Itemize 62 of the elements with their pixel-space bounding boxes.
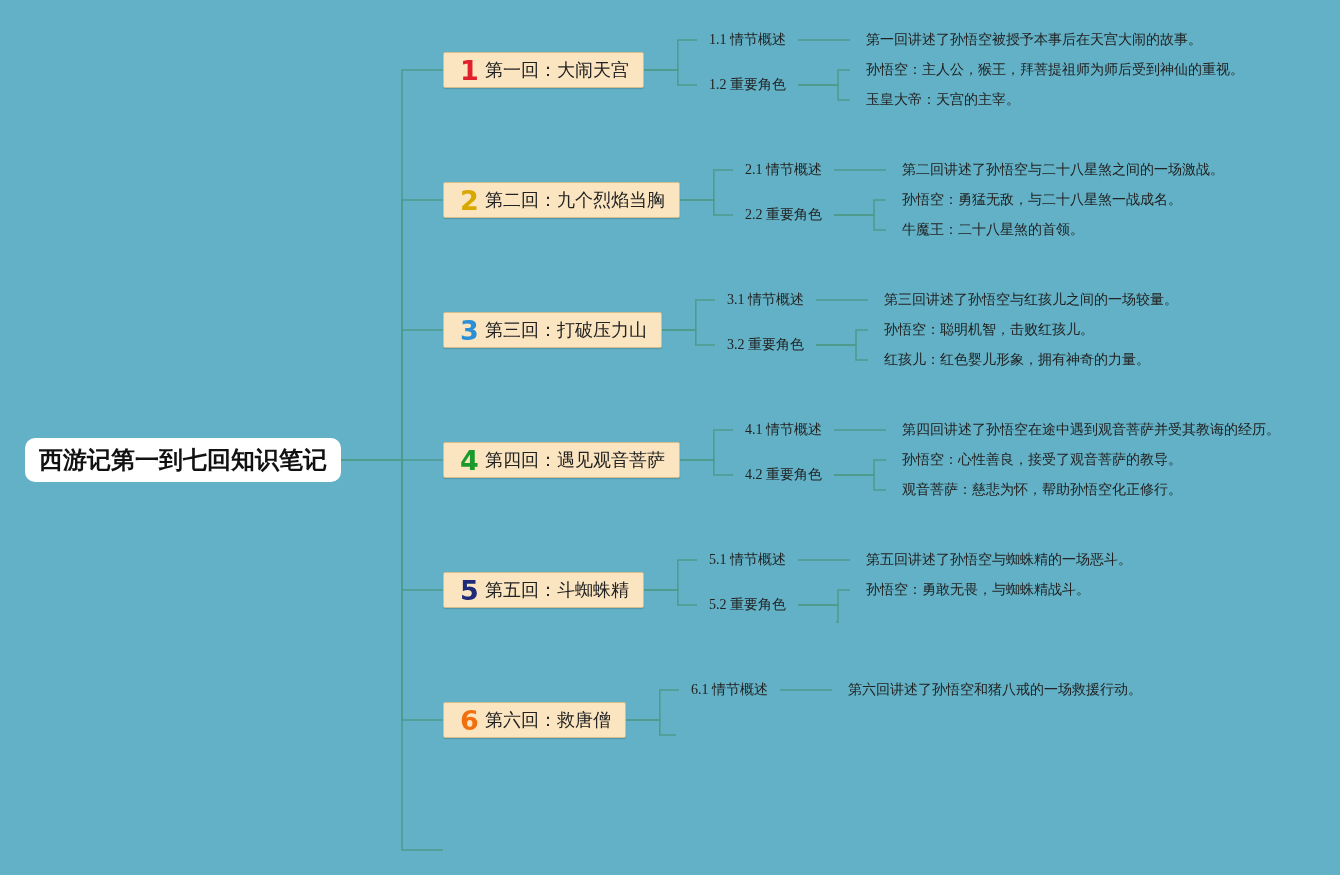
connector-line [797, 84, 851, 101]
topic-label: 5.2 重要角色 [697, 595, 798, 615]
branch-line [797, 604, 839, 623]
note-text: 第二回讲述了孙悟空与二十八星煞之间的一场激战。 [886, 160, 1240, 180]
connector-line [643, 69, 698, 86]
note-text: 第五回讲述了孙悟空与蜘蛛精的一场恶斗。 [850, 550, 1148, 570]
branch-line [625, 719, 677, 736]
topic-label: 2.1 情节概述 [733, 160, 834, 180]
note-text: 观音菩萨：慈悲为怀，帮助孙悟空化正修行。 [886, 480, 1198, 500]
note-text: 孙悟空：心性善良，接受了观音菩萨的教导。 [886, 450, 1198, 470]
chapter-number: 3 [460, 314, 479, 346]
connector-line [833, 169, 887, 171]
topic-label: 5.1 情节概述 [697, 550, 798, 570]
topic-label: 4.1 情节概述 [733, 420, 834, 440]
connector-line [833, 474, 887, 491]
chapter-box [443, 182, 680, 218]
note-text: 孙悟空：聪明机智，击败红孩儿。 [868, 320, 1110, 340]
note-text: 牛魔王：二十八星煞的首领。 [886, 220, 1100, 240]
chapter-number: 5 [460, 574, 479, 606]
chapter-box [443, 52, 644, 88]
connector-line [679, 199, 734, 216]
connector-line [643, 589, 698, 606]
connector-line [833, 214, 887, 231]
connector-line [661, 329, 716, 346]
chapter-box [443, 312, 662, 348]
chapter-title: 第二回：九个烈焰当胸 [484, 189, 665, 212]
note-text: 孙悟空：勇敢无畏，与蜘蛛精战斗。 [850, 580, 1106, 600]
note-text: 第六回讲述了孙悟空和猪八戒的一场救援行动。 [832, 680, 1158, 700]
note-text: 第一回讲述了孙悟空被授予本事后在天宫大闹的故事。 [850, 30, 1218, 50]
chapter-title: 第三回：打破压力山 [484, 319, 647, 342]
connector-line [679, 459, 734, 476]
note-text: 孙悟空：勇猛无敌，与二十八星煞一战成名。 [886, 190, 1198, 210]
chapter-title: 第四回：遇见观音菩萨 [484, 449, 665, 472]
chapter-number: 4 [460, 444, 479, 476]
chapter-box [443, 702, 626, 738]
title-box: 西游记第一到七回知识笔记 [25, 438, 341, 482]
note-text: 玉皇大帝：天宫的主宰。 [850, 90, 1036, 110]
chapter-box [443, 572, 644, 608]
topic-label: 4.2 重要角色 [733, 465, 834, 485]
connector-line [833, 429, 887, 431]
chapter-title: 第一回：大闹天宫 [484, 59, 629, 82]
chapter-number: 1 [460, 54, 479, 86]
topic-label: 1.2 重要角色 [697, 75, 798, 95]
note-text: 孙悟空：主人公，猴王，拜菩提祖师为师后受到神仙的重视。 [850, 60, 1260, 80]
connector-line [779, 689, 833, 691]
chapter-number: 6 [460, 704, 479, 736]
topic-label: 3.2 重要角色 [715, 335, 816, 355]
chapter-title: 第五回：斗蜘蛛精 [484, 579, 629, 602]
note-text: 第四回讲述了孙悟空在途中遇到观音菩萨并受其教诲的经历。 [886, 420, 1296, 440]
note-text: 红孩儿：红色婴儿形象，拥有神奇的力量。 [868, 350, 1166, 370]
note-text: 第三回讲述了孙悟空与红孩儿之间的一场较量。 [868, 290, 1194, 310]
connector-line [815, 299, 869, 301]
topic-label: 3.1 情节概述 [715, 290, 816, 310]
chapter-number: 2 [460, 184, 479, 216]
connector-line [815, 344, 869, 361]
topic-label: 6.1 情节概述 [679, 680, 780, 700]
topic-label: 1.1 情节概述 [697, 30, 798, 50]
chapter-box [443, 442, 680, 478]
chapter-title: 第六回：救唐僧 [484, 709, 611, 732]
connector-line [797, 559, 851, 561]
connector-line [797, 39, 851, 41]
topic-label: 2.2 重要角色 [733, 205, 834, 225]
